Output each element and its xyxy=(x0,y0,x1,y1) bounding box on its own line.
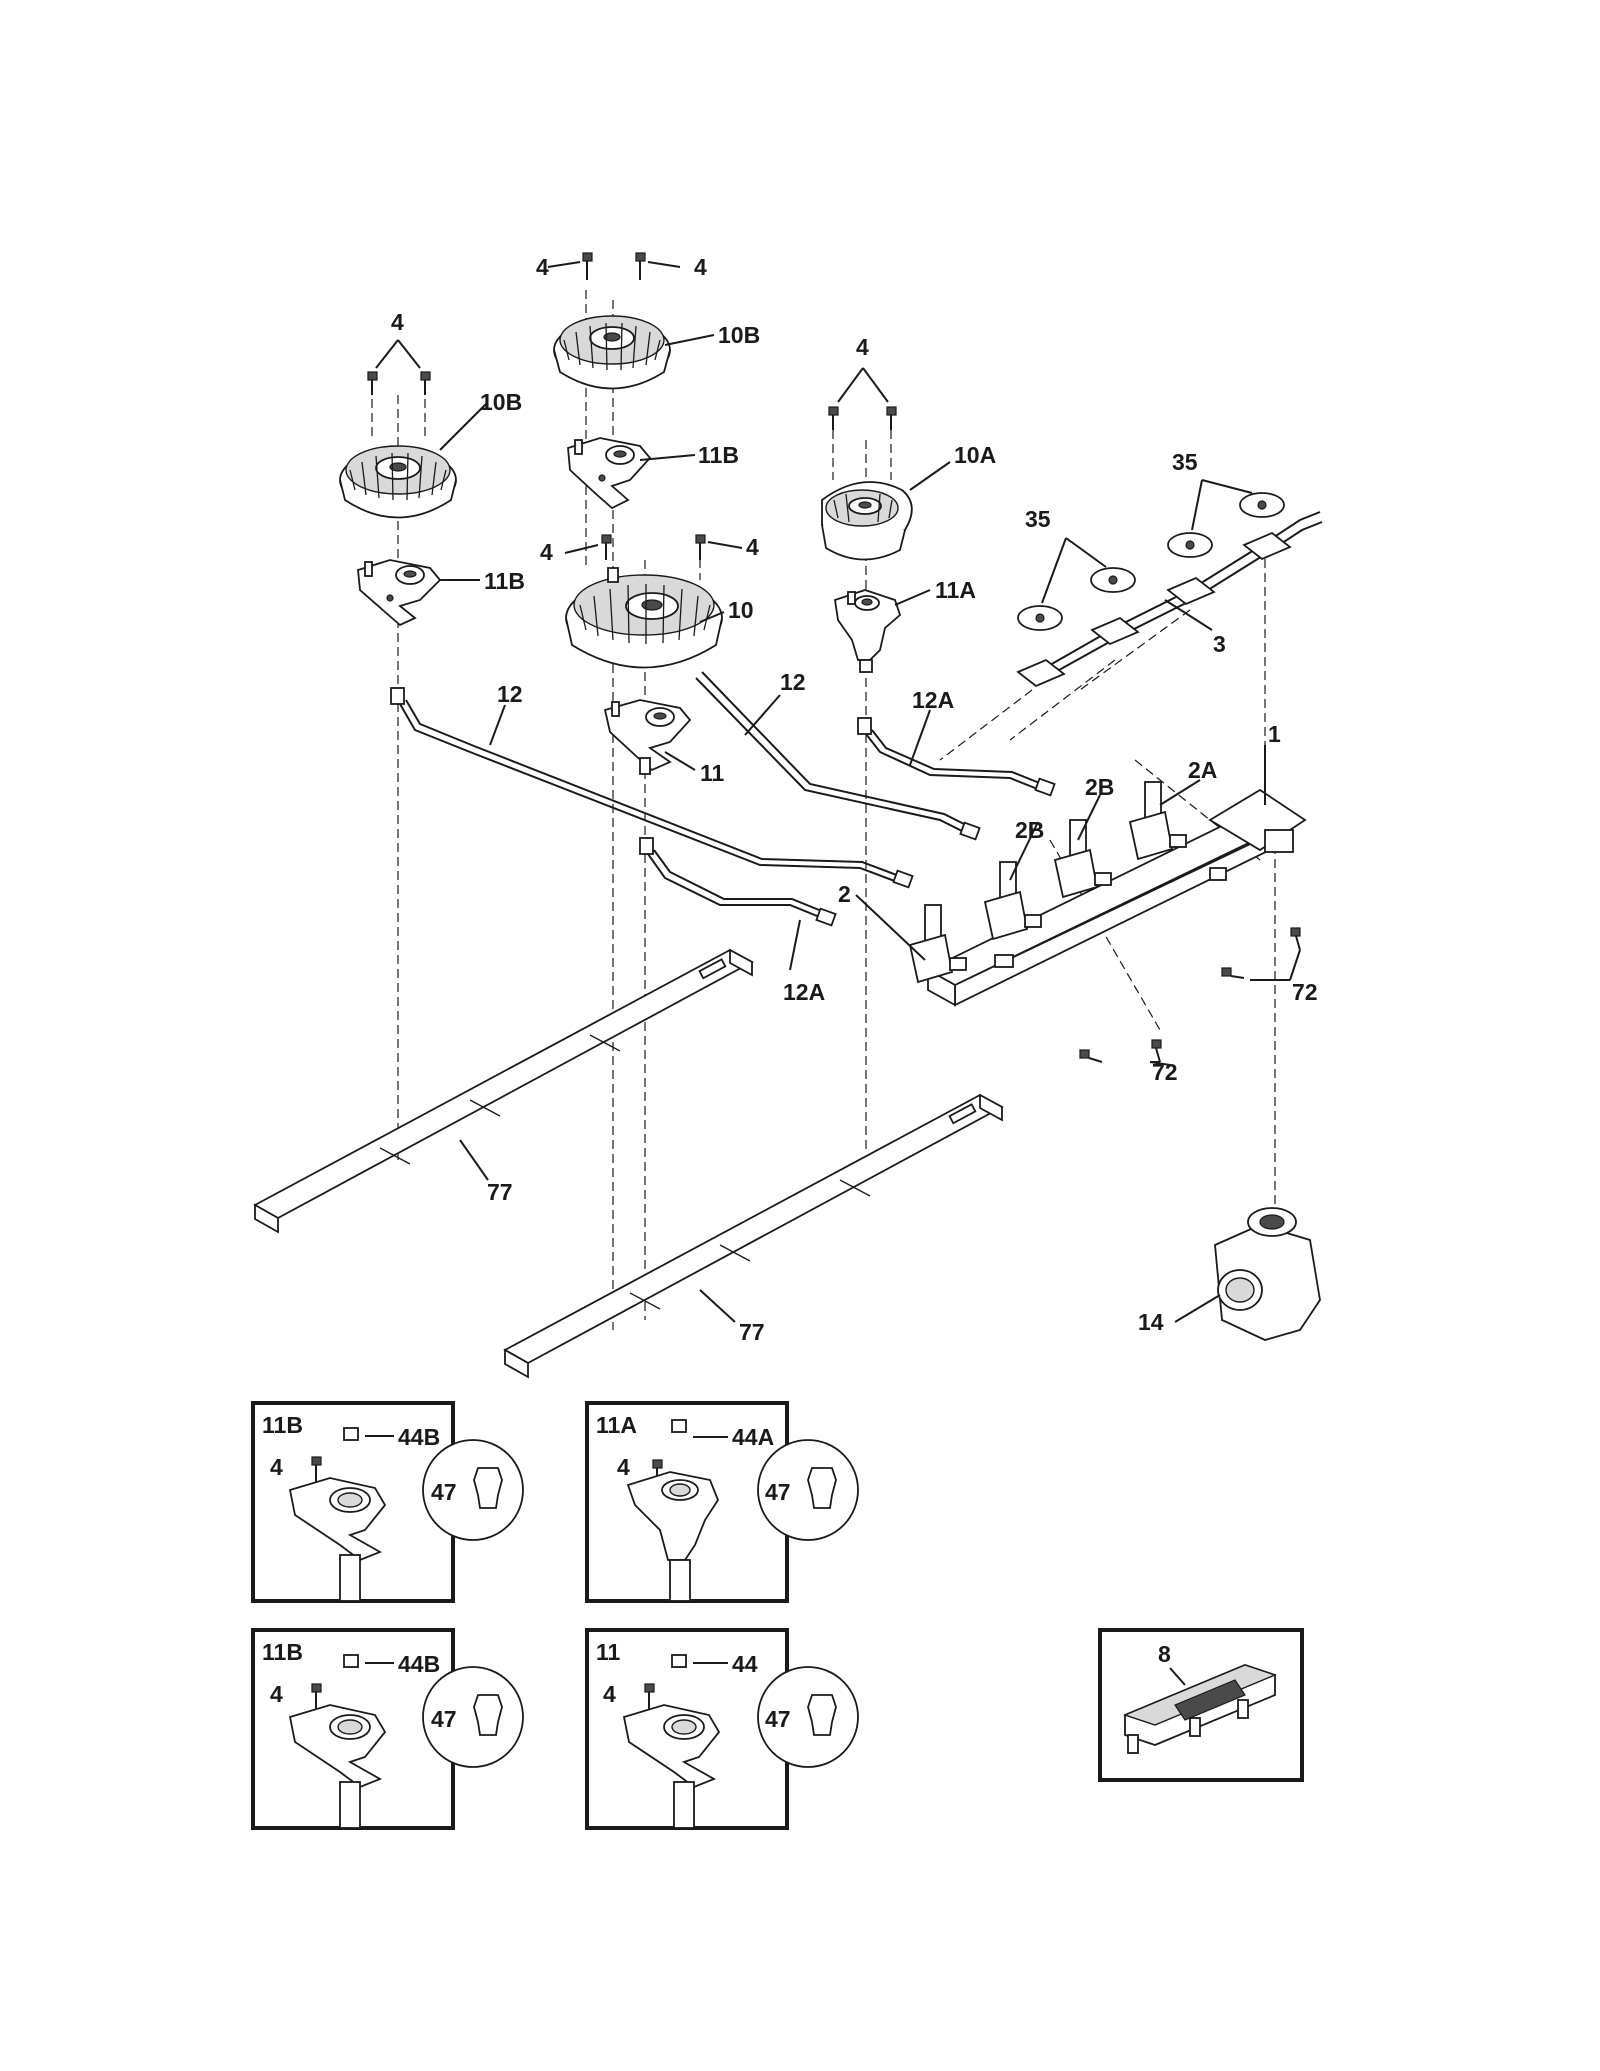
tube-12-right xyxy=(695,671,981,841)
label-burner-10: 10 xyxy=(728,597,754,623)
screws-72 xyxy=(1079,927,1301,1066)
inset-screw-label: 4 xyxy=(270,1681,283,1707)
label-head-11a: 11A xyxy=(935,577,976,603)
inset-title: 11B xyxy=(262,1412,303,1438)
screw-top-pair xyxy=(547,252,681,280)
burner-head-11b-top xyxy=(567,437,652,510)
tube-12a-top xyxy=(857,717,1056,797)
burner-cap-10a xyxy=(821,481,913,561)
inset-11: 11 4 44 47 xyxy=(585,1628,859,1830)
label-screw-4-center-left: 4 xyxy=(540,539,553,565)
valve-2b-a xyxy=(983,861,1042,941)
burner-cap-10b-top xyxy=(553,315,671,390)
label-bracket-77-left: 77 xyxy=(487,1179,513,1205)
inset-spud-label: 47 xyxy=(431,1706,457,1732)
label-tube-12-left: 12 xyxy=(497,681,523,707)
label-tube-12a-bottom: 12A xyxy=(783,979,825,1005)
label-manifold-1: 1 xyxy=(1268,721,1281,747)
valve-2a xyxy=(1128,781,1187,861)
burner-head-11b-left xyxy=(357,559,442,627)
inset-spud-label: 47 xyxy=(431,1479,457,1505)
label-screw-72-right: 72 xyxy=(1292,979,1318,1005)
label-tube-12-right: 12 xyxy=(780,669,806,695)
part-labels: 4 4 4 10B 10B 11B 11B 4 4 10 11 4 10A 11… xyxy=(391,254,1318,1345)
spark-module-label: 8 xyxy=(1158,1641,1171,1667)
label-screw-4-top-left: 4 xyxy=(536,254,549,280)
label-regulator-14: 14 xyxy=(1138,1309,1164,1335)
inset-title: 11B xyxy=(262,1639,303,1665)
inset-spud-label: 47 xyxy=(765,1706,791,1732)
tube-12-left xyxy=(390,687,914,889)
label-bracket-77-right: 77 xyxy=(739,1319,765,1345)
bracket-77-left xyxy=(253,948,754,1234)
label-screw-4-center-right: 4 xyxy=(746,534,759,560)
label-valve-2b-b: 2B xyxy=(1085,774,1114,800)
label-seal-35-mid: 35 xyxy=(1025,506,1051,532)
label-harness-3: 3 xyxy=(1213,631,1226,657)
seal-35-set xyxy=(1017,479,1285,631)
label-valve-2: 2 xyxy=(838,881,851,907)
screw-center-pair xyxy=(564,534,743,583)
tube-12a-bottom xyxy=(639,837,837,927)
label-burner-10b-top: 10B xyxy=(718,322,760,348)
inset-11b-top: 11B 4 44B 47 xyxy=(251,1401,524,1603)
leader-lines xyxy=(439,334,1266,1323)
inset-11a: 11A 4 44A 47 xyxy=(585,1401,859,1603)
label-burner-10a: 10A xyxy=(954,442,996,468)
label-screw-4-left-burner: 4 xyxy=(391,309,404,335)
label-head-11b-top: 11B xyxy=(698,442,739,468)
spark-module-inset: 8 xyxy=(1098,1628,1304,1782)
screw-right-pair xyxy=(828,367,897,430)
label-head-11b-left: 11B xyxy=(484,568,525,594)
inset-title: 11 xyxy=(596,1639,621,1665)
label-head-11: 11 xyxy=(700,760,725,786)
inset-orifice-label: 44B xyxy=(398,1651,440,1677)
valve-2 xyxy=(908,904,967,984)
wire-harness-3 xyxy=(1016,511,1323,688)
label-screw-4-top-right: 4 xyxy=(694,254,707,280)
inset-spud-label: 47 xyxy=(765,1479,791,1505)
burner-head-11 xyxy=(603,699,692,775)
manifold-1 xyxy=(926,788,1307,1007)
inset-title: 11A xyxy=(596,1412,637,1438)
label-burner-10b-left: 10B xyxy=(480,389,522,415)
inset-orifice-label: 44 xyxy=(732,1651,758,1677)
screw-left-pair xyxy=(367,339,431,395)
label-valve-2a: 2A xyxy=(1188,757,1217,783)
alignment-lines xyxy=(371,290,1276,1330)
inset-screw-label: 4 xyxy=(603,1681,616,1707)
valve-2b-b xyxy=(1053,819,1112,899)
regulator-14 xyxy=(1214,1207,1321,1341)
burner-cap-10 xyxy=(565,574,723,669)
burner-cap-10b-left xyxy=(339,445,457,519)
label-valve-2b-a: 2B xyxy=(1015,817,1044,843)
bracket-77-right xyxy=(503,1093,1004,1379)
inset-11b-bottom: 11B 4 44B 47 xyxy=(251,1628,524,1830)
label-seal-35-top: 35 xyxy=(1172,449,1198,475)
label-tube-12a-top: 12A xyxy=(912,687,954,713)
label-screw-4-right-burner: 4 xyxy=(856,334,869,360)
inset-orifice-label: 44A xyxy=(732,1424,774,1450)
inset-orifice-label: 44B xyxy=(398,1424,440,1450)
inset-screw-label: 4 xyxy=(270,1454,283,1480)
burner-head-11a xyxy=(833,589,902,673)
inset-screw-label: 4 xyxy=(617,1454,630,1480)
label-screw-72-mid: 72 xyxy=(1152,1059,1178,1085)
